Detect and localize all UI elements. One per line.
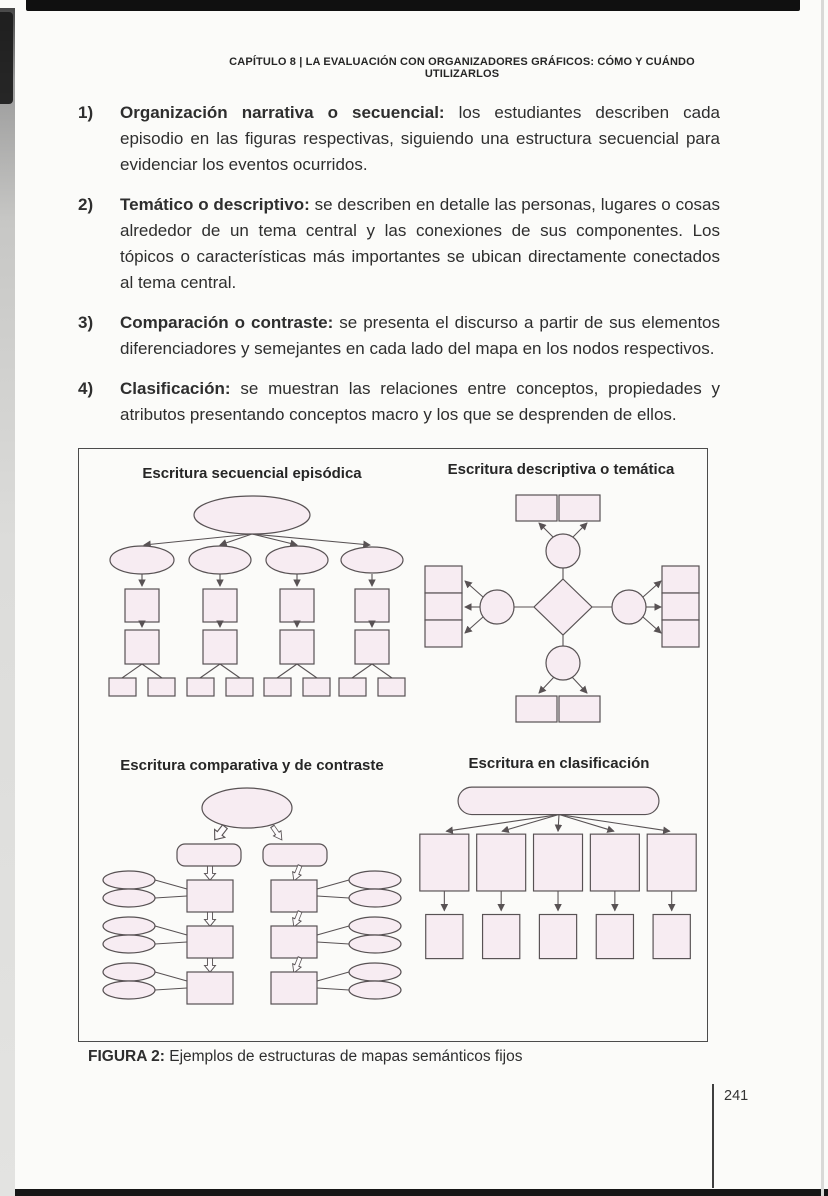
list-item-body: se presenta el discurso a partir de sus … xyxy=(120,313,720,358)
list-item-number: 3) xyxy=(78,313,94,332)
list-item: 2) Temático o descriptivo: se describen … xyxy=(78,192,720,296)
list-item-lead: Organización narrativa o secuencial: xyxy=(120,103,445,122)
panel-title: Escritura secuencial episódica xyxy=(142,465,362,482)
page-left-binding-shadow xyxy=(0,8,15,1196)
numbered-list: 1) Organización narrativa o secuencial: … xyxy=(78,100,720,442)
list-item-body: los estudiantes describen cada episodio … xyxy=(120,103,720,174)
figure-caption-body: Ejemplos de estructuras de mapas semánti… xyxy=(164,1048,523,1065)
panel-title: Escritura descriptiva o temática xyxy=(447,461,675,478)
page-right-edge xyxy=(821,0,824,1196)
list-item-text: Temático o descriptivo: se describen en … xyxy=(120,192,720,296)
descriptive-map-diagram xyxy=(424,494,700,723)
page-bottom-edge xyxy=(0,1189,828,1196)
comparative-map-diagram xyxy=(102,787,402,1005)
list-item-text: Organización narrativa o secuencial: los… xyxy=(120,100,720,178)
panel-title: Escritura en clasificación xyxy=(468,755,650,772)
page-number-rule xyxy=(712,1084,714,1188)
sequential-map-diagram xyxy=(108,495,406,697)
list-item: 1) Organización narrativa o secuencial: … xyxy=(78,100,720,178)
running-header: CAPÍTULO 8 | LA EVALUACIÓN CON ORGANIZAD… xyxy=(229,56,695,80)
panel-comparative: Escritura comparativa y de contraste xyxy=(85,757,419,1017)
page-number: 241 xyxy=(724,1088,749,1104)
list-item-number: 1) xyxy=(78,103,94,122)
list-item-number: 2) xyxy=(78,195,94,214)
page-top-edge xyxy=(26,0,800,11)
panel-sequential: Escritura secuencial episódica xyxy=(87,465,417,700)
page-left-binding-dark xyxy=(0,12,13,104)
figure-caption: FIGURA 2: Ejemplos de estructuras de map… xyxy=(88,1048,522,1066)
list-item: 4) Clasificación: se muestran las relaci… xyxy=(78,376,720,428)
list-item-lead: Clasificación: xyxy=(120,379,231,398)
list-item-text: Comparación o contraste: se presenta el … xyxy=(120,310,720,362)
list-item-number: 4) xyxy=(78,379,94,398)
panel-title: Escritura comparativa y de contraste xyxy=(120,757,384,774)
classification-map-diagram xyxy=(419,786,697,960)
list-item-text: Clasificación: se muestran las relacione… xyxy=(120,376,720,428)
figure-2-frame: Escritura secuencial episódica xyxy=(78,448,708,1042)
figure-caption-lead: FIGURA 2: xyxy=(88,1048,165,1065)
list-item-body: se describen en detalle las personas, lu… xyxy=(120,195,721,292)
list-item-lead: Temático o descriptivo: xyxy=(120,195,310,214)
list-item-body: se muestran las relaciones entre concept… xyxy=(120,379,720,424)
panel-classification: Escritura en clasificación xyxy=(411,755,707,1000)
list-item-lead: Comparación o contraste: xyxy=(120,313,334,332)
panel-descriptive: Escritura descriptiva o temática xyxy=(417,461,705,731)
list-item: 3) Comparación o contraste: se presenta … xyxy=(78,310,720,362)
